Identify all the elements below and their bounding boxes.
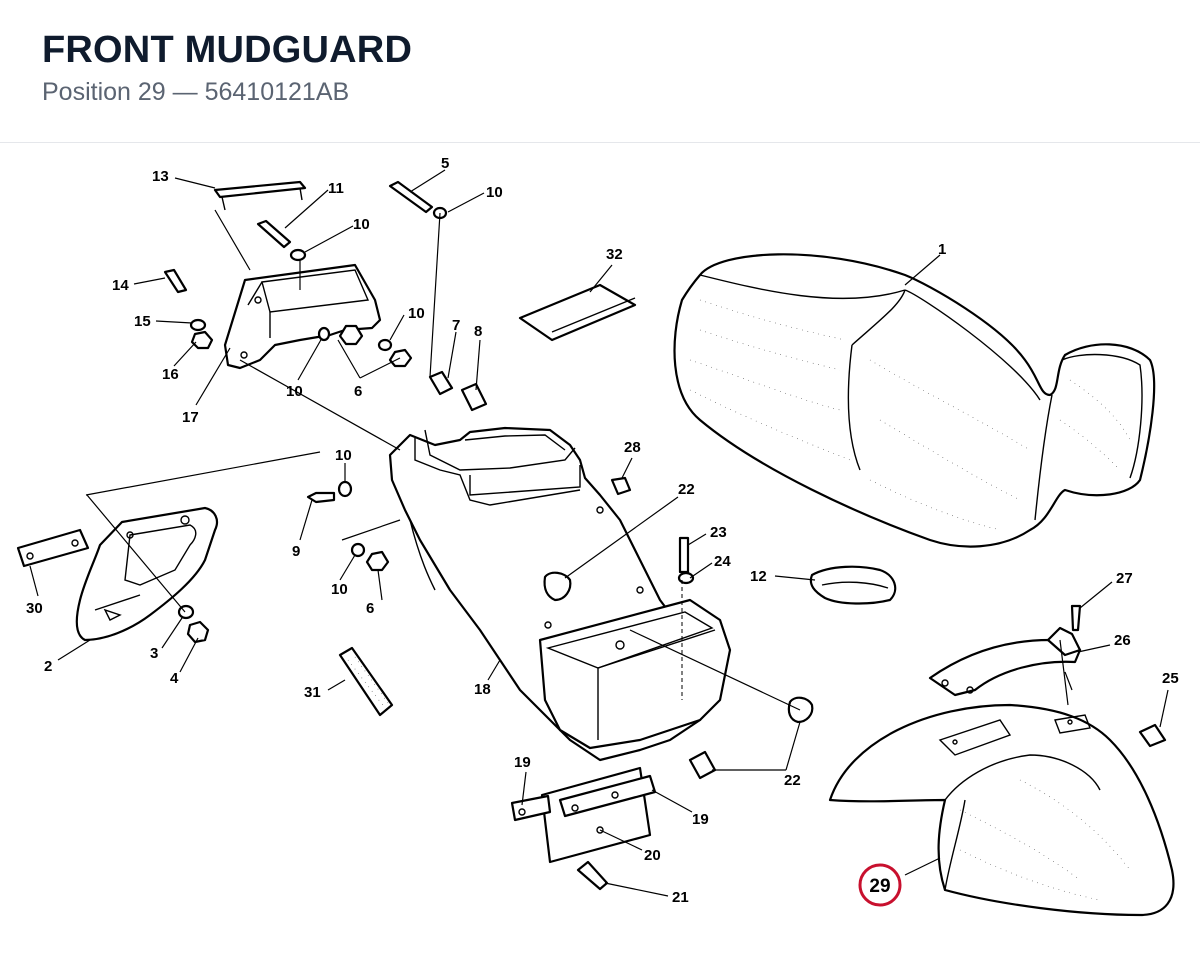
callout-30[interactable]: 30 — [26, 600, 43, 617]
rear-bracket-part[interactable] — [213, 180, 382, 370]
callout-11[interactable]: 11 — [328, 180, 344, 197]
pad-part[interactable] — [518, 283, 637, 342]
callout-9[interactable]: 9 — [292, 543, 300, 560]
callout-19-a[interactable]: 19 — [514, 754, 531, 771]
callout-10-b[interactable]: 10 — [353, 216, 370, 233]
callout-6-a[interactable]: 6 — [354, 383, 362, 400]
callout-22-a[interactable]: 22 — [678, 481, 695, 498]
callout-10-f[interactable]: 10 — [331, 581, 348, 598]
callout-17[interactable]: 17 — [182, 409, 199, 426]
page-subtitle: Position 29 — 56410121AB — [42, 78, 350, 106]
page-title: FRONT MUDGUARD — [42, 29, 413, 71]
callout-31[interactable]: 31 — [304, 684, 321, 701]
callout-13[interactable]: 13 — [152, 168, 169, 185]
page-header: FRONT MUDGUARD Position 29 — 56410121AB — [0, 0, 1200, 143]
callout-5[interactable]: 5 — [441, 155, 449, 172]
callout-10-c[interactable]: 10 — [408, 305, 425, 322]
reflector-plate-part[interactable] — [16, 528, 90, 568]
tail-light-part[interactable] — [338, 646, 394, 717]
mounting-plate-part[interactable] — [510, 766, 657, 864]
callout-2[interactable]: 2 — [44, 658, 52, 675]
callout-18[interactable]: 18 — [474, 681, 491, 698]
callout-23[interactable]: 23 — [710, 524, 727, 541]
callout-10-e[interactable]: 10 — [335, 447, 352, 464]
highlight-ring — [858, 863, 902, 907]
callout-7[interactable]: 7 — [452, 317, 460, 334]
callout-24[interactable]: 24 — [714, 553, 731, 570]
callout-15[interactable]: 15 — [134, 313, 151, 330]
side-panel-part[interactable] — [75, 506, 219, 642]
callout-labels: 1 2 3 4 5 6 6 6 7 8 9 10 10 10 10 10 10 … — [26, 155, 1179, 907]
callout-14[interactable]: 14 — [112, 277, 129, 294]
callout-28[interactable]: 28 — [624, 439, 641, 456]
callout-10-d[interactable]: 10 — [286, 383, 303, 400]
callout-32[interactable]: 32 — [606, 246, 623, 263]
highlighted-callout-29[interactable]: 29 — [858, 863, 902, 907]
callout-6-b[interactable]: 6 — [366, 600, 374, 617]
callout-21[interactable]: 21 — [672, 889, 689, 906]
callout-1[interactable]: 1 — [938, 241, 946, 258]
callout-19-b[interactable]: 19 — [692, 811, 709, 828]
callout-10-a[interactable]: 10 — [486, 184, 503, 201]
callout-25[interactable]: 25 — [1162, 670, 1179, 687]
callout-29[interactable]: 29 — [869, 876, 890, 897]
callout-3[interactable]: 3 — [150, 645, 158, 662]
callout-4[interactable]: 4 — [170, 670, 179, 687]
callout-27[interactable]: 27 — [1116, 570, 1133, 587]
assembly-lines — [85, 209, 1073, 711]
callout-12[interactable]: 12 — [750, 568, 767, 585]
callout-26[interactable]: 26 — [1114, 632, 1131, 649]
callout-16[interactable]: 16 — [162, 366, 179, 383]
front-mudguard-part[interactable] — [828, 638, 1175, 917]
callout-22-b[interactable]: 22 — [784, 772, 801, 789]
seat-part[interactable] — [673, 253, 1156, 548]
strap-part[interactable] — [809, 565, 897, 605]
callout-20[interactable]: 20 — [644, 847, 661, 864]
hardware-parts[interactable] — [163, 180, 1167, 891]
callout-8[interactable]: 8 — [474, 323, 482, 340]
callout-leaders — [29, 169, 1169, 897]
